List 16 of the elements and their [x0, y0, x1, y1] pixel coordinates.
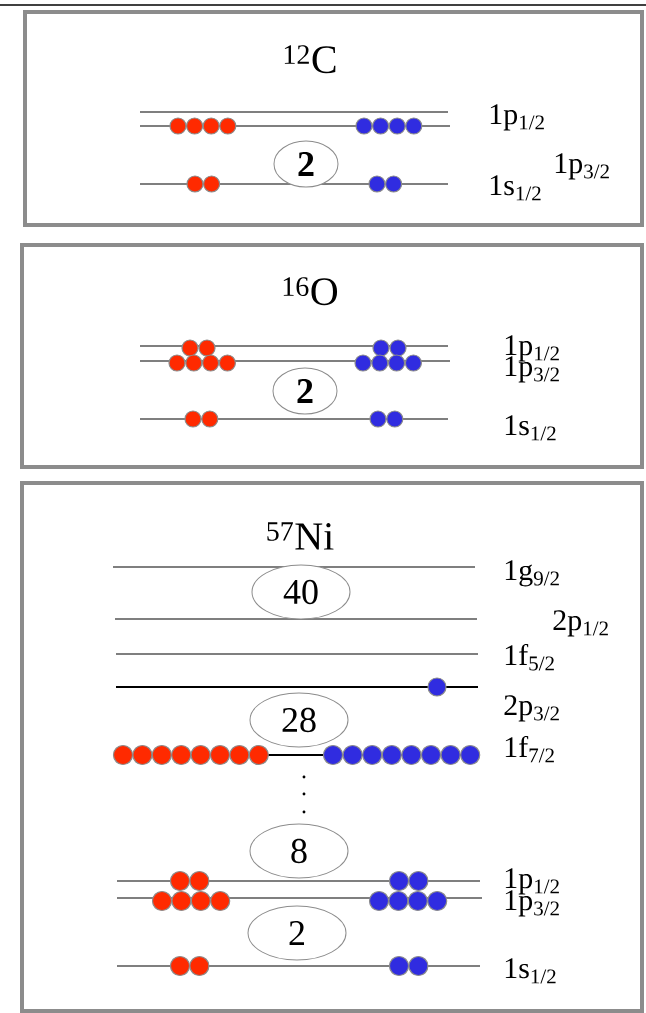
level-label: 1f$_{7/2}$ — [505, 735, 554, 763]
level-label: 1f$_{5/2}$ — [505, 643, 554, 671]
nucleus-title: $^{12}$C — [284, 45, 336, 74]
panel-box — [23, 10, 644, 227]
level-label: 1p$_{1/2}$ — [490, 104, 544, 131]
level-label: 1s$_{1/2}$ — [505, 958, 556, 984]
level-label: 1g$_{9/2}$ — [505, 560, 559, 587]
level-label: 1p$_{3/2}$ — [555, 153, 609, 180]
level-label: 1s$_{1/2}$ — [490, 175, 541, 201]
level-label: 1s$_{1/2}$ — [505, 415, 556, 441]
level-label: 2p$_{1/2}$ — [553, 610, 608, 637]
nucleus-title: $^{16}$O — [283, 277, 338, 306]
panel-box — [20, 243, 644, 469]
nucleus-title: $^{57}$Ni — [267, 522, 334, 550]
level-label: 2p$_{3/2}$ — [504, 695, 559, 722]
panel-box — [20, 481, 644, 1013]
